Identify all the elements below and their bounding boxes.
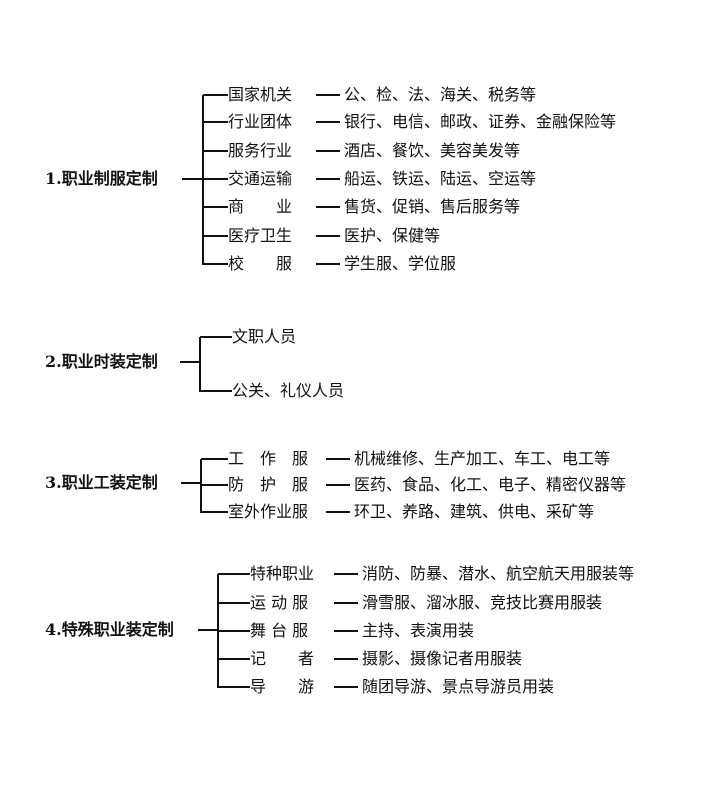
examples-text: 滑雪服、溜冰服、竞技比赛用服装 bbox=[362, 593, 603, 612]
bracket-branch bbox=[218, 573, 250, 575]
bracket-branch bbox=[200, 390, 232, 392]
bracket-trunk bbox=[202, 95, 204, 265]
bracket-branch bbox=[203, 178, 228, 180]
subcategory-label: 商 业 bbox=[228, 197, 293, 216]
examples-text: 机械维修、生产加工、车工、电工等 bbox=[354, 449, 611, 468]
subcategory-label: 文职人员 bbox=[232, 327, 297, 346]
examples-text: 随团导游、景点导游员用装 bbox=[362, 677, 555, 696]
detail-dash bbox=[326, 458, 350, 460]
bracket-trunk bbox=[199, 337, 201, 392]
examples-text: 银行、电信、邮政、证券、金融保险等 bbox=[344, 112, 617, 131]
category-connector bbox=[181, 482, 201, 484]
category-title: 1.职业制服定制 bbox=[45, 169, 158, 188]
examples-text: 医护、保健等 bbox=[344, 226, 441, 245]
examples-text: 医药、食品、化工、电子、精密仪器等 bbox=[354, 475, 627, 494]
detail-dash bbox=[316, 206, 340, 208]
subcategory-label: 交通运输 bbox=[228, 169, 293, 188]
detail-dash bbox=[334, 686, 358, 688]
detail-dash bbox=[334, 573, 358, 575]
bracket-branch bbox=[218, 630, 250, 632]
bracket-branch bbox=[201, 458, 228, 460]
subcategory-label: 舞 台 服 bbox=[250, 621, 309, 640]
category-title: 4.特殊职业装定制 bbox=[45, 620, 174, 639]
bracket-trunk bbox=[200, 459, 202, 513]
bracket-branch bbox=[201, 484, 228, 486]
detail-dash bbox=[334, 658, 358, 660]
examples-text: 酒店、餐饮、美容美发等 bbox=[344, 141, 521, 160]
examples-text: 主持、表演用装 bbox=[362, 621, 475, 640]
detail-dash bbox=[316, 94, 340, 96]
detail-dash bbox=[316, 121, 340, 123]
subcategory-label: 室外作业服 bbox=[228, 502, 309, 521]
category-title: 3.职业工装定制 bbox=[45, 473, 158, 492]
bracket-branch bbox=[203, 121, 228, 123]
category-connector bbox=[198, 629, 218, 631]
subcategory-label: 校 服 bbox=[228, 254, 293, 273]
detail-dash bbox=[316, 235, 340, 237]
examples-text: 环卫、养路、建筑、供电、采矿等 bbox=[354, 502, 595, 521]
bracket-branch bbox=[218, 658, 250, 660]
bracket-branch bbox=[203, 263, 228, 265]
examples-text: 公、检、法、海关、税务等 bbox=[344, 85, 537, 104]
bracket-branch bbox=[218, 686, 250, 688]
detail-dash bbox=[316, 178, 340, 180]
subcategory-label: 工 作 服 bbox=[228, 449, 309, 468]
bracket-branch bbox=[218, 602, 250, 604]
category-title: 2.职业时装定制 bbox=[45, 352, 158, 371]
examples-text: 消防、防暴、潜水、航空航天用服装等 bbox=[362, 564, 635, 583]
subcategory-label: 行业团体 bbox=[228, 112, 293, 131]
bracket-branch bbox=[203, 206, 228, 208]
subcategory-label: 记 者 bbox=[250, 649, 315, 668]
detail-dash bbox=[316, 150, 340, 152]
bracket-branch bbox=[203, 94, 228, 96]
examples-text: 船运、铁运、陆运、空运等 bbox=[344, 169, 537, 188]
bracket-branch bbox=[201, 511, 228, 513]
detail-dash bbox=[326, 484, 350, 486]
examples-text: 摄影、摄像记者用服装 bbox=[362, 649, 523, 668]
subcategory-label: 公关、礼仪人员 bbox=[232, 381, 345, 400]
detail-dash bbox=[326, 511, 350, 513]
bracket-branch bbox=[203, 150, 228, 152]
category-connector bbox=[180, 361, 200, 363]
subcategory-label: 导 游 bbox=[250, 677, 315, 696]
detail-dash bbox=[316, 263, 340, 265]
examples-text: 学生服、学位服 bbox=[344, 254, 457, 273]
subcategory-label: 国家机关 bbox=[228, 85, 293, 104]
examples-text: 售货、促销、售后服务等 bbox=[344, 197, 521, 216]
detail-dash bbox=[334, 602, 358, 604]
subcategory-label: 医疗卫生 bbox=[228, 226, 293, 245]
detail-dash bbox=[334, 630, 358, 632]
subcategory-label: 特种职业 bbox=[250, 564, 315, 583]
bracket-branch bbox=[200, 336, 232, 338]
category-connector bbox=[182, 178, 203, 180]
bracket-branch bbox=[203, 235, 228, 237]
subcategory-label: 服务行业 bbox=[228, 141, 293, 160]
subcategory-label: 防 护 服 bbox=[228, 475, 309, 494]
subcategory-label: 运 动 服 bbox=[250, 593, 309, 612]
